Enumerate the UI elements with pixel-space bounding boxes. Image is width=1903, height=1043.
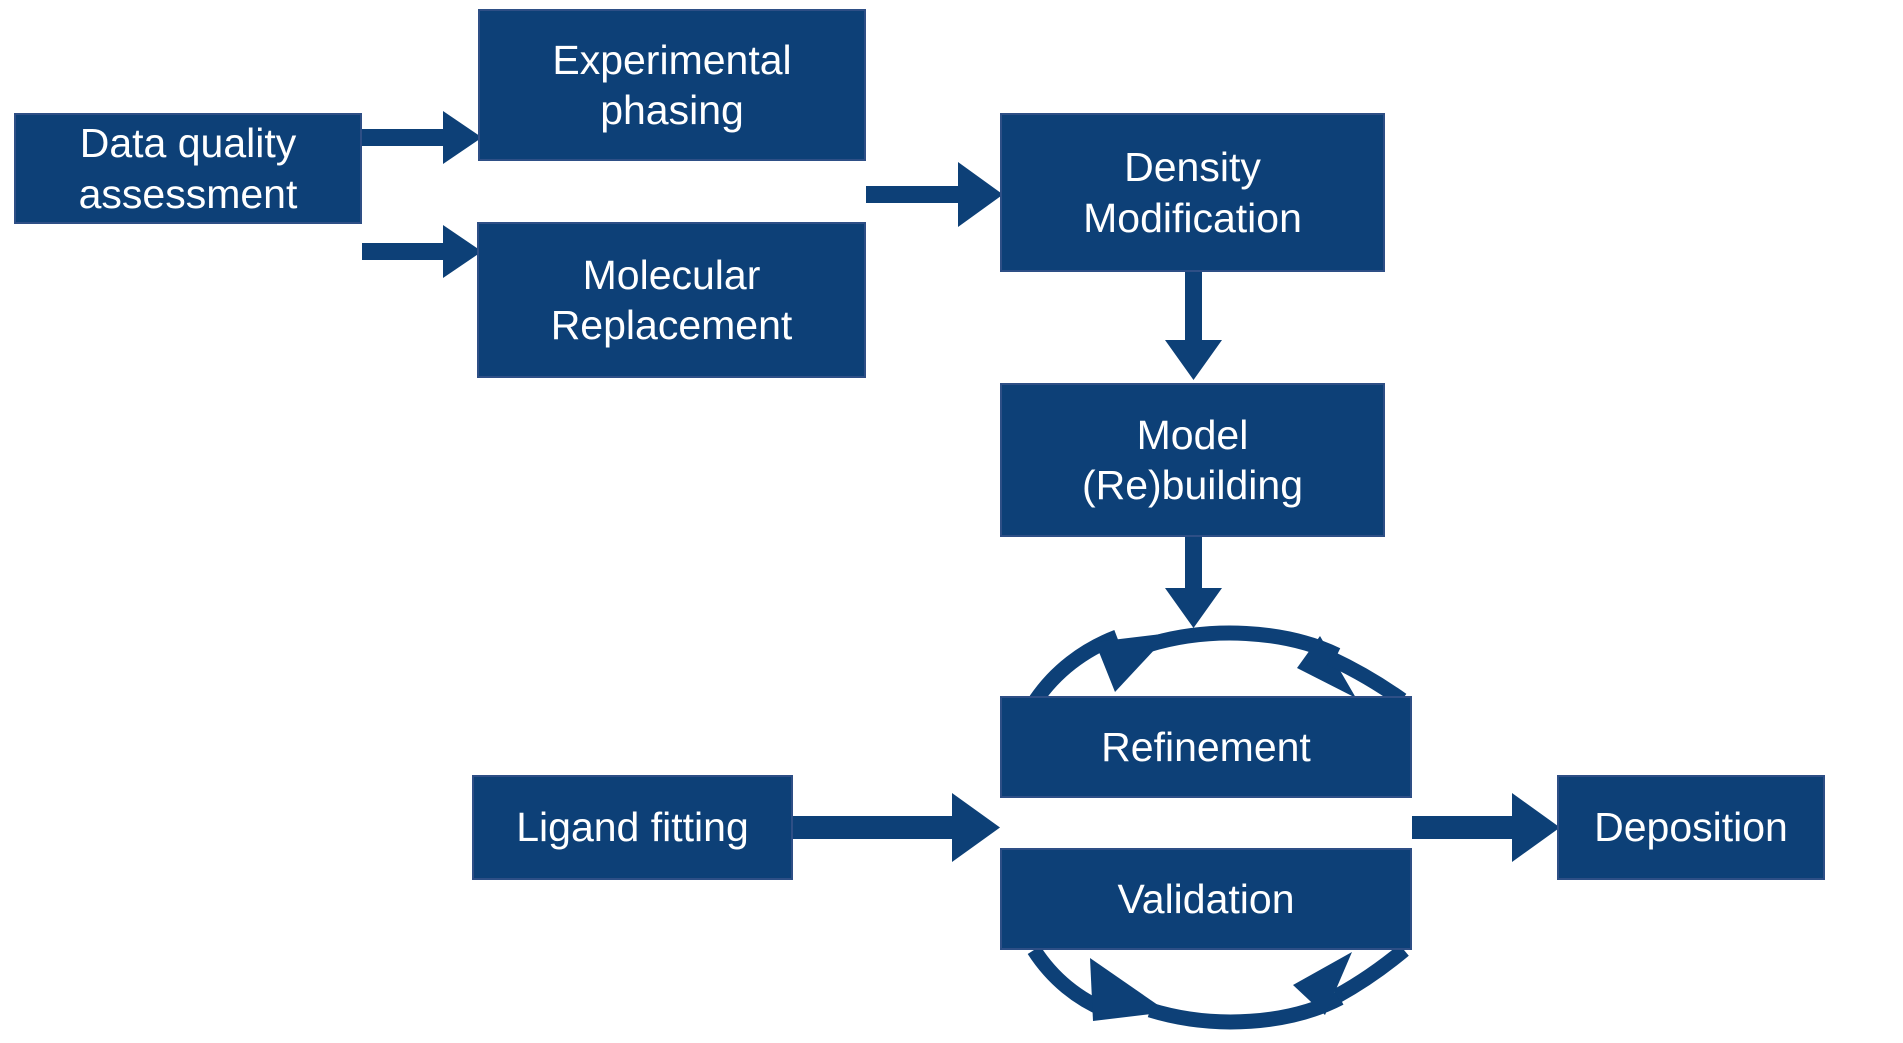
node-model-rebuilding[interactable]: Model (Re)building bbox=[1000, 383, 1385, 537]
node-label: Data quality assessment bbox=[78, 120, 298, 217]
node-deposition[interactable]: Deposition bbox=[1557, 775, 1825, 880]
node-label: Refinement bbox=[1101, 723, 1311, 770]
node-label: Density Modification bbox=[1083, 144, 1302, 241]
node-label: Molecular Replacement bbox=[550, 251, 793, 348]
node-data-quality-assessment[interactable]: Data quality assessment bbox=[14, 113, 362, 224]
arrow-model-rebuilding-to-cycle bbox=[1165, 537, 1222, 628]
arrow-density-modification-to-model-rebuilding bbox=[1165, 272, 1222, 380]
cycle-arc-top-right bbox=[1145, 625, 1407, 707]
node-validation[interactable]: Validation bbox=[1000, 848, 1412, 950]
node-density-modification[interactable]: Density Modification bbox=[1000, 113, 1385, 272]
node-label: Deposition bbox=[1594, 804, 1788, 851]
cycle-arc-bottom-left bbox=[1027, 945, 1168, 1021]
node-label: Ligand fitting bbox=[516, 804, 749, 851]
node-ligand-fitting[interactable]: Ligand fitting bbox=[472, 775, 793, 880]
arrow-ligand-fitting-to-cycle bbox=[793, 793, 1000, 862]
node-label: Model (Re)building bbox=[1081, 411, 1304, 508]
arrow-phasing-to-density-modification bbox=[866, 162, 1003, 227]
node-label: Validation bbox=[1117, 875, 1295, 922]
node-label: Experimental phasing bbox=[552, 36, 792, 133]
arrow-dqa-to-experimental-phasing bbox=[362, 111, 482, 164]
node-molecular-replacement[interactable]: Molecular Replacement bbox=[477, 222, 866, 378]
arrow-cycle-to-deposition bbox=[1412, 793, 1560, 862]
node-experimental-phasing[interactable]: Experimental phasing bbox=[478, 9, 866, 161]
cycle-arc-bottom-right bbox=[1147, 944, 1409, 1030]
node-refinement[interactable]: Refinement bbox=[1000, 696, 1412, 798]
arrow-dqa-to-molecular-replacement bbox=[362, 225, 482, 278]
